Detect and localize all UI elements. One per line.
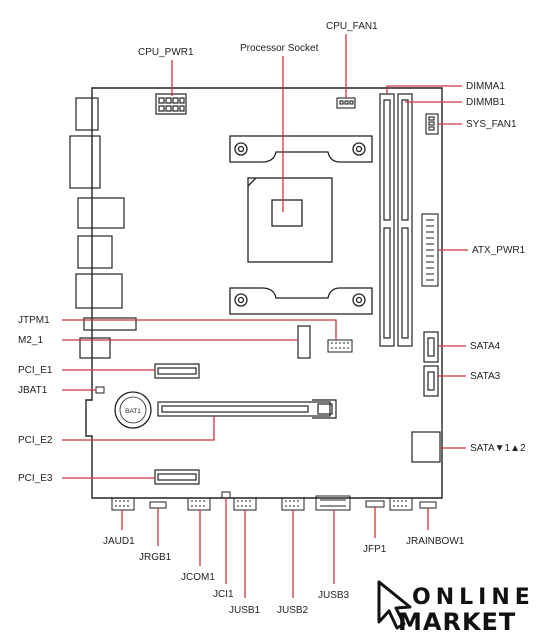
label-cpu-pwr1: CPU_PWR1 — [138, 47, 194, 58]
label-jusb2: JUSB2 — [277, 605, 309, 616]
brand-line-1: ONLINE — [412, 585, 535, 610]
cooler-bracket-bottom — [229, 287, 373, 315]
label-jcom1: JCOM1 — [181, 572, 215, 583]
label-jusb1: JUSB1 — [229, 605, 261, 616]
label-dimma1: DIMMA1 — [466, 81, 505, 92]
component-labels: CPU_PWR1 Processor Socket CPU_FAN1 DIMMA… — [18, 21, 526, 616]
leader-dimma1 — [386, 85, 462, 94]
label-dimmb1: DIMMB1 — [466, 97, 505, 108]
cpu-fan-header — [336, 97, 356, 109]
atx-power-connector — [421, 213, 439, 287]
label-cpu-fan1: CPU_FAN1 — [326, 21, 378, 32]
cpu-power-connector — [155, 93, 187, 115]
battery-label: BAT1 — [125, 408, 141, 415]
sys-fan-header — [425, 113, 439, 135]
label-sata12: SATA▼1▲2 — [470, 443, 526, 454]
pcie-x1-slots — [154, 363, 200, 485]
label-jci1: JCI1 — [213, 589, 234, 600]
leader-pci-e2 — [62, 416, 215, 441]
cooler-bracket-top — [229, 135, 373, 163]
label-jusb3: JUSB3 — [318, 590, 350, 601]
label-pci-e1: PCI_E1 — [18, 365, 53, 376]
battery: BAT1 — [114, 391, 152, 429]
brand-line-2: MARKET — [398, 608, 516, 636]
label-jrgb1: JRGB1 — [139, 552, 172, 563]
label-jbat1: JBAT1 — [18, 385, 48, 396]
board-outline — [85, 87, 443, 499]
label-jrainbow1: JRAINBOW1 — [406, 536, 465, 547]
label-atx-pwr1: ATX_PWR1 — [472, 245, 526, 256]
m2-slot — [297, 325, 311, 359]
dimm-slots — [379, 93, 413, 347]
cursor-icon — [377, 580, 412, 630]
tpm-header — [327, 339, 353, 353]
label-pci-e3: PCI_E3 — [18, 473, 53, 484]
label-m2-1: M2_1 — [18, 335, 43, 346]
pcie-x16-slot — [157, 399, 337, 419]
bottom-headers — [111, 491, 437, 511]
label-pci-e2: PCI_E2 — [18, 435, 53, 446]
label-sys-fan1: SYS_FAN1 — [466, 119, 517, 130]
online-market-logo: ONLINE MARKET — [377, 580, 535, 636]
rear-io — [69, 97, 137, 359]
sata-ports — [411, 331, 441, 463]
label-jaud1: JAUD1 — [103, 536, 135, 547]
processor-socket — [247, 177, 333, 263]
label-jfp1: JFP1 — [363, 544, 387, 555]
label-sata4: SATA4 — [470, 341, 501, 352]
jbat1-jumper — [95, 386, 105, 394]
label-processor-socket: Processor Socket — [240, 43, 319, 54]
label-jtpm1: JTPM1 — [18, 315, 50, 326]
label-sata3: SATA3 — [470, 371, 501, 382]
leader-jtpm1 — [62, 319, 337, 340]
leader-lines — [62, 34, 468, 598]
